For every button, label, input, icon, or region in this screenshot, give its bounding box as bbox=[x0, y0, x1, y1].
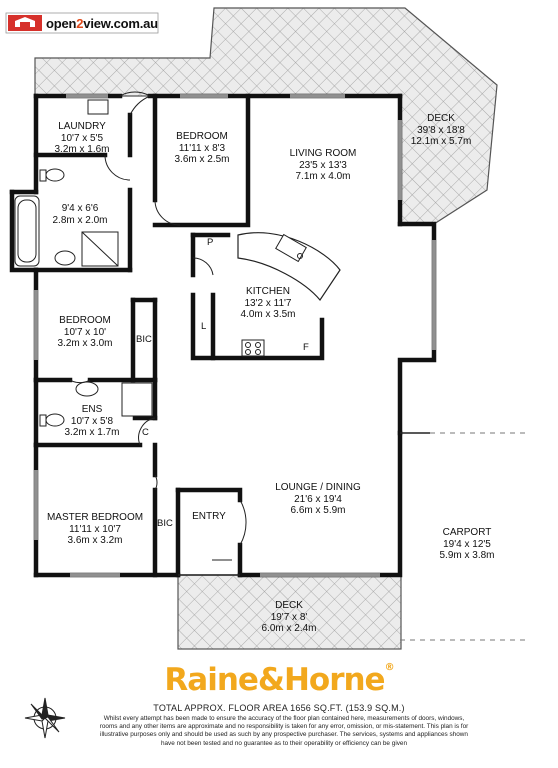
brand-mark: ® bbox=[384, 662, 395, 673]
room-imperial: 13'2 x 11'7 bbox=[244, 297, 292, 309]
total-floor-area: TOTAL APPROX. FLOOR AREA 1656 SQ.FT. (15… bbox=[153, 703, 405, 713]
room-imperial: 9'4 x 6'6 bbox=[61, 203, 99, 214]
room-bedroom-2: BEDROOM 10'7 x 10' 3.2m x 3.0m bbox=[57, 315, 112, 350]
room-name: ENS bbox=[81, 404, 103, 415]
disclaimer-text: Whilst every attempt has been made to en… bbox=[99, 715, 469, 747]
site-suffix: view.com.au bbox=[83, 16, 158, 31]
room-metric: 6.6m x 5.9m bbox=[290, 505, 346, 516]
bic-label-2: BIC bbox=[157, 518, 173, 529]
room-imperial: 39'8 x 18'8 bbox=[417, 124, 465, 136]
room-lounge-dining: LOUNGE / DINING 21'6 x 19'4 6.6m x 5.9m bbox=[275, 482, 361, 517]
room-metric: 3.2m x 1.7m bbox=[64, 427, 120, 438]
room-imperial: 21'6 x 19'4 bbox=[294, 493, 342, 505]
walls bbox=[9, 93, 437, 578]
fridge-label: F bbox=[303, 342, 309, 353]
room-name: DECK bbox=[275, 600, 303, 611]
room-name: LOUNGE / DINING bbox=[275, 482, 361, 493]
site-prefix: open bbox=[46, 16, 77, 31]
room-imperial: 10'7 x 5'5 bbox=[60, 132, 104, 144]
bic-label-1: BIC bbox=[136, 334, 152, 345]
room-metric: 3.2m x 3.0m bbox=[57, 338, 113, 349]
room-ensuite: ENS 10'7 x 5'8 3.2m x 1.7m bbox=[64, 404, 119, 439]
room-entry: ENTRY bbox=[192, 511, 226, 523]
room-carport: CARPORT 19'4 x 12'5 5.9m x 3.8m bbox=[439, 527, 494, 562]
room-deck-bottom: DECK 19'7 x 8' 6.0m x 2.4m bbox=[261, 600, 316, 635]
room-name: KITCHEN bbox=[246, 286, 290, 297]
room-metric: 7.1m x 4.0m bbox=[295, 171, 351, 182]
room-name: ENTRY bbox=[192, 511, 226, 522]
room-bedroom-1: BEDROOM 11'11 x 8'3 3.6m x 2.5m bbox=[174, 131, 229, 166]
cupboard-label: C bbox=[142, 427, 149, 438]
room-imperial: 19'7 x 8' bbox=[270, 611, 308, 623]
room-metric: 12.1m x 5.7m bbox=[410, 136, 472, 147]
room-name: MASTER BEDROOM bbox=[46, 512, 144, 523]
room-imperial: 11'11 x 10'7 bbox=[69, 523, 121, 535]
room-metric: 3.6m x 3.2m bbox=[67, 535, 123, 546]
room-bathroom: 9'4 x 6'6 2.8m x 2.0m bbox=[52, 203, 107, 226]
room-name: BEDROOM bbox=[176, 131, 228, 142]
brand-logo: Raine&Horne® bbox=[0, 662, 558, 698]
open2view-logo bbox=[5, 12, 159, 34]
room-metric: 6.0m x 2.4m bbox=[261, 623, 317, 634]
room-living: LIVING ROOM 23'5 x 13'3 7.1m x 4.0m bbox=[290, 148, 357, 183]
room-imperial: 23'5 x 13'3 bbox=[299, 159, 347, 171]
room-name: LAUNDRY bbox=[58, 121, 106, 132]
deck-bottom-area bbox=[177, 574, 402, 650]
room-metric: 2.8m x 2.0m bbox=[52, 214, 108, 226]
room-laundry: LAUNDRY 10'7 x 5'5 3.2m x 1.6m bbox=[54, 121, 109, 156]
linen-label: L bbox=[201, 321, 207, 332]
room-metric: 4.0m x 3.5m bbox=[240, 309, 296, 320]
brand-text: Raine&Horne bbox=[164, 662, 385, 698]
room-master-bedroom: MASTER BEDROOM 11'11 x 10'7 3.6m x 3.2m bbox=[47, 512, 143, 547]
room-metric: 3.2m x 1.6m bbox=[54, 144, 110, 155]
room-name: LIVING ROOM bbox=[289, 148, 357, 159]
room-name: CARPORT bbox=[442, 527, 492, 538]
room-imperial: 10'7 x 5'8 bbox=[70, 415, 114, 427]
site-two: 2 bbox=[76, 16, 84, 31]
room-imperial: 10'7 x 10' bbox=[63, 326, 107, 338]
room-imperial: 19'4 x 12'5 bbox=[443, 538, 491, 550]
pantry-label: P bbox=[207, 237, 214, 248]
room-name: BEDROOM bbox=[59, 315, 111, 326]
room-kitchen: KITCHEN 13'2 x 11'7 4.0m x 3.5m bbox=[240, 286, 295, 321]
room-deck-top: DECK 39'8 x 18'8 12.1m x 5.7m bbox=[411, 113, 472, 148]
room-metric: 3.6m x 2.5m bbox=[174, 154, 230, 165]
fixtures bbox=[14, 91, 436, 577]
compass-icon bbox=[24, 697, 66, 739]
room-name: DECK bbox=[427, 113, 455, 124]
site-logo-text: open2view.com.au bbox=[46, 16, 158, 31]
room-metric: 5.9m x 3.8m bbox=[439, 550, 495, 561]
room-imperial: 11'11 x 8'3 bbox=[178, 142, 226, 154]
